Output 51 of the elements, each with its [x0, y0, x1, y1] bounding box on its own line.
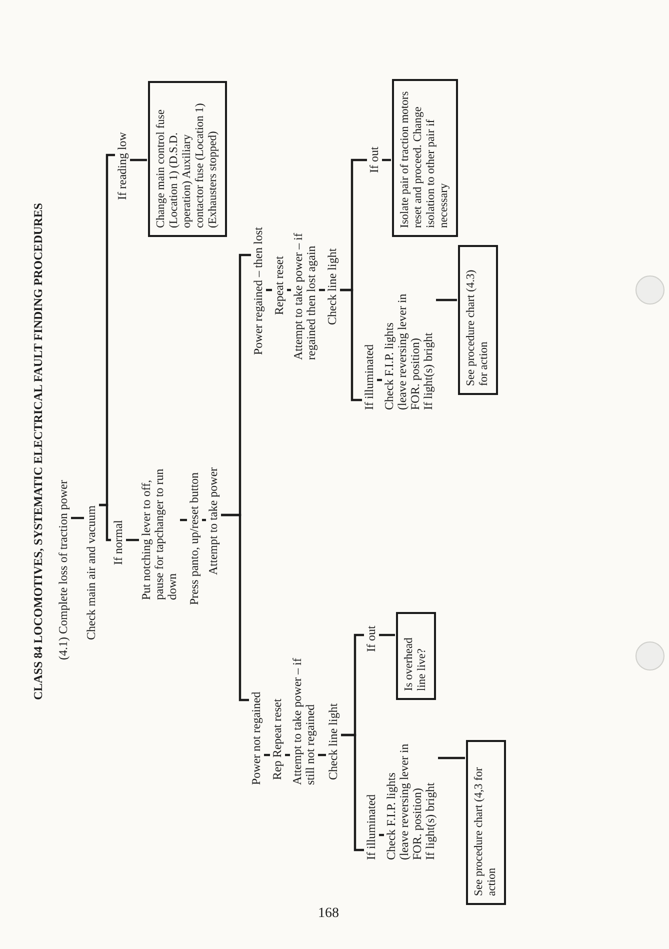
connector-line — [340, 158, 367, 292]
connector-line — [180, 518, 187, 522]
connector-line — [126, 538, 139, 542]
connector-line — [438, 756, 465, 760]
connector-line — [318, 754, 326, 756]
connector-line — [202, 518, 206, 522]
connector-line — [99, 154, 115, 506]
connector-line — [264, 754, 270, 756]
page-number: 168 — [318, 906, 339, 922]
step-text: Rep Repeat reset — [271, 698, 284, 780]
step-text: If illuminated — [363, 344, 376, 410]
action-box: Isolate pair of traction motors reset and proceed. Change isolation to other pair if necessary — [392, 79, 458, 237]
action-box: Is overhead line live? — [396, 612, 436, 700]
action-box: See procedure chart (4,3 for action — [466, 740, 506, 905]
connector-line — [266, 288, 272, 292]
step-text: (4.1) Complete loss of traction power — [57, 480, 70, 660]
connector-line — [382, 158, 391, 162]
step-text: If light(s) bright — [424, 782, 437, 860]
connector-line — [130, 158, 147, 162]
connector-line — [287, 288, 291, 292]
step-text: If light(s) bright — [422, 332, 435, 410]
step-text: Press panto, up/reset button — [188, 472, 201, 605]
step-text: Put notching lever to off, pause for tapchanger to run down — [140, 468, 179, 600]
step-text: If out — [365, 626, 378, 652]
step-text: Power not regained — [250, 692, 263, 785]
connector-line — [71, 516, 84, 520]
step-text: If illuminated — [365, 794, 378, 860]
step-text: Check F.I.P. lights (leave reversing lever in FOR. position) — [385, 742, 424, 860]
chart-title: CLASS 84 LOCOMOTIVES, SYSTEMATIC ELECTRICAL FAULT FINDING PROCEDURES — [31, 203, 46, 700]
connector-line — [221, 254, 251, 516]
connector-line — [285, 754, 290, 756]
step-text: Attempt to take power – if still not regained — [291, 653, 317, 785]
connector-line — [379, 834, 384, 836]
step-text: Check F.I.P. lights (leave reversing lever in FOR. position) — [383, 292, 422, 410]
step-text: Power regained – then lost — [252, 227, 265, 355]
connector-line — [341, 634, 364, 736]
action-box: Change main control fuse (Location 1) (D.S.D. operation) Auxiliary contactor fuse (Location 1) (Exhausters stopped) — [148, 81, 227, 237]
step-text: Check main air and vacuum — [85, 505, 98, 640]
connector-line — [436, 298, 457, 302]
connector-line — [377, 378, 382, 382]
action-box: See procedure chart (4.3) for action — [458, 245, 498, 395]
step-text: If out — [368, 146, 381, 173]
step-text: Attempt to take power – if regained then lost again — [292, 218, 318, 360]
step-text: Repeat reset — [273, 256, 286, 315]
step-text: Check line light — [327, 703, 340, 780]
connector-line — [379, 634, 395, 636]
step-text: Check line light — [326, 248, 339, 325]
step-text: If normal — [112, 520, 125, 565]
connector-line — [319, 288, 325, 292]
step-text: If reading low — [116, 132, 129, 200]
step-text: Attempt to take power — [207, 467, 220, 575]
